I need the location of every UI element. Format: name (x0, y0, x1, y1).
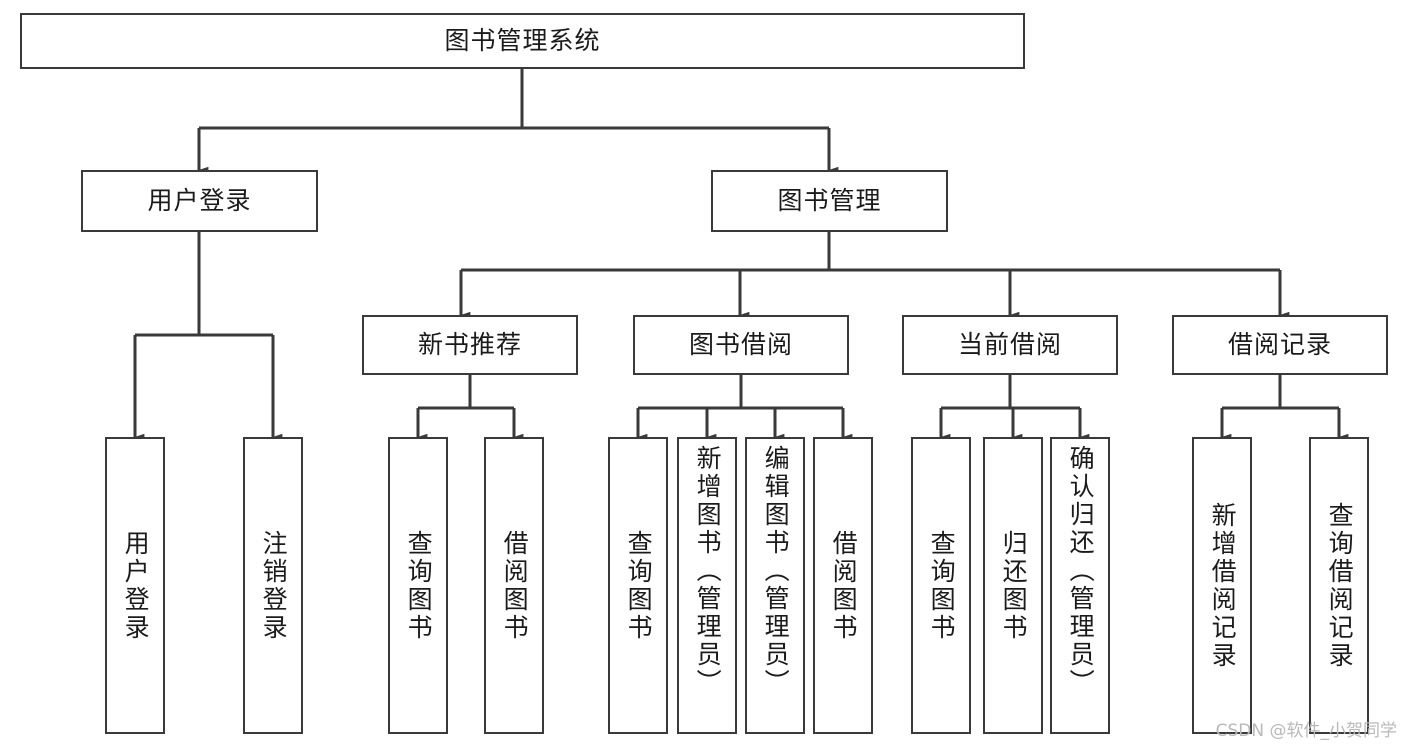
node-leaf-3[interactable]: 借阅图书 (484, 437, 544, 734)
node-leaf-12[interactable]: 查询借阅记录 (1309, 437, 1369, 734)
node-label: 查询借阅记录 (1325, 501, 1355, 670)
node-level3-2[interactable]: 当前借阅 (902, 315, 1118, 375)
node-label: 用户登录 (121, 529, 151, 642)
node-label: 查询图书 (927, 529, 957, 642)
node-label: 新增借阅记录 (1208, 501, 1238, 670)
node-level3-0[interactable]: 新书推荐 (362, 315, 578, 375)
node-leaf-6[interactable]: 编辑图书（管理员） (745, 437, 805, 734)
node-leaf-8[interactable]: 查询图书 (911, 437, 971, 734)
node-label: 查询图书 (624, 529, 654, 642)
node-level2-0[interactable]: 用户登录 (81, 170, 318, 232)
node-leaf-0[interactable]: 用户登录 (105, 437, 165, 734)
node-leaf-4[interactable]: 查询图书 (608, 437, 668, 734)
node-level3-1[interactable]: 图书借阅 (633, 315, 849, 375)
node-label: 借阅记录 (1227, 330, 1332, 360)
node-root-图书管理系统[interactable]: 图书管理系统 (20, 13, 1025, 69)
node-label: 图书借阅 (688, 330, 793, 360)
node-level3-3[interactable]: 借阅记录 (1172, 315, 1388, 375)
node-label: 借阅图书 (829, 529, 859, 642)
node-level2-1[interactable]: 图书管理 (711, 170, 948, 232)
node-label: 用户登录 (147, 186, 252, 216)
node-leaf-1[interactable]: 注销登录 (243, 437, 303, 734)
node-leaf-2[interactable]: 查询图书 (388, 437, 448, 734)
node-label: 当前借阅 (957, 330, 1062, 360)
node-label: 归还图书 (999, 529, 1029, 642)
node-label: 查询图书 (404, 529, 434, 642)
node-label: 新书推荐 (417, 330, 522, 360)
node-label: 注销登录 (259, 529, 289, 642)
node-label: 确认归还（管理员） (1066, 445, 1096, 697)
node-label: 编辑图书（管理员） (761, 445, 791, 697)
node-leaf-5[interactable]: 新增图书（管理员） (677, 437, 737, 734)
node-leaf-9[interactable]: 归还图书 (983, 437, 1043, 734)
connector-lines (133, 69, 1349, 441)
node-leaf-11[interactable]: 新增借阅记录 (1192, 437, 1252, 734)
node-label: 借阅图书 (500, 529, 530, 642)
node-label: 图书管理 (777, 186, 882, 216)
node-label: 图书管理系统 (444, 26, 601, 56)
node-leaf-7[interactable]: 借阅图书 (813, 437, 873, 734)
node-label: 新增图书（管理员） (693, 445, 723, 697)
node-leaf-10[interactable]: 确认归还（管理员） (1050, 437, 1110, 734)
